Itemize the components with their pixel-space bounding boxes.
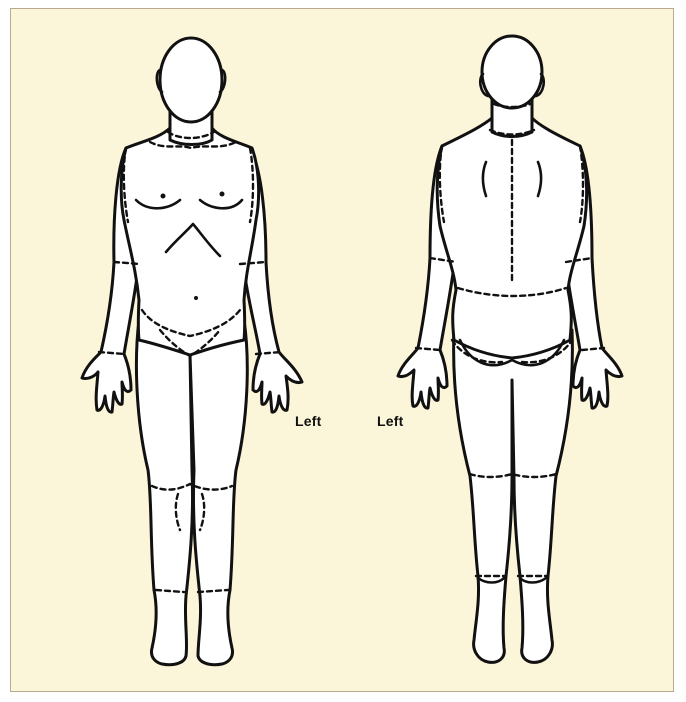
front-head <box>160 38 222 122</box>
front-side-label: Left <box>295 413 321 429</box>
back-side-label: Left <box>377 413 403 429</box>
front-nipple-right <box>161 194 166 199</box>
front-view-figure <box>82 38 302 665</box>
back-view-figure <box>398 36 622 662</box>
front-nipple-left <box>220 192 225 197</box>
front-legs <box>136 320 247 665</box>
back-legs <box>454 330 573 662</box>
front-torso <box>121 128 258 355</box>
front-navel <box>194 296 198 300</box>
back-head <box>482 36 542 108</box>
front-ankle-line <box>156 590 228 592</box>
